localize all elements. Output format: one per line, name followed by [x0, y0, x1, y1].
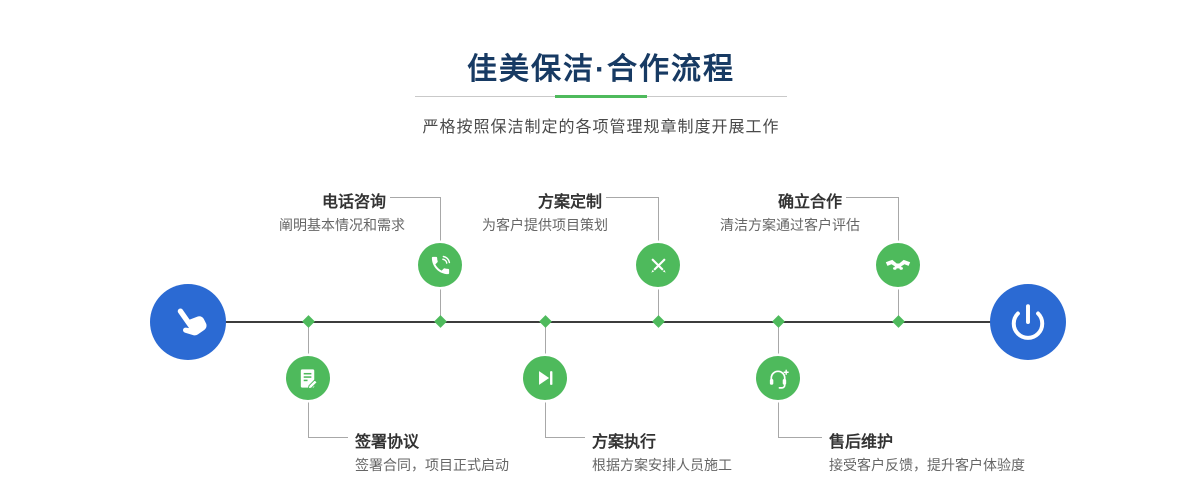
contract-icon	[300, 368, 318, 389]
hand-pointer-icon	[177, 308, 207, 336]
step-desc-aftersale: 接受客户反馈，提升客户体验度	[829, 457, 1025, 473]
timeline-end-node	[990, 284, 1066, 360]
timeline-marker	[539, 315, 552, 328]
timeline-marker	[892, 315, 905, 328]
connector-line	[545, 323, 546, 356]
connector-line	[308, 400, 309, 437]
connector-line	[658, 197, 659, 243]
timeline-marker	[302, 315, 315, 328]
timeline-start-node	[150, 284, 226, 360]
step-aftersale-node	[756, 356, 800, 400]
play-icon	[539, 371, 553, 385]
connector-line	[898, 197, 899, 243]
label-elbow-line	[390, 197, 440, 198]
connector-line	[778, 400, 779, 437]
pencil-ruler-icon	[650, 258, 666, 273]
step-desc-plan: 为客户提供项目策划	[482, 217, 608, 233]
label-elbow-line	[308, 437, 348, 438]
step-execute-node	[523, 356, 567, 400]
step-title-sign: 签署协议	[355, 434, 420, 451]
timeline-marker	[434, 315, 447, 328]
timeline-marker	[772, 315, 785, 328]
step-title-cooperate: 确立合作	[777, 194, 842, 211]
step-title-plan: 方案定制	[537, 194, 602, 211]
label-elbow-line	[778, 437, 822, 438]
phone-icon	[431, 255, 450, 274]
step-cooperate-node	[876, 243, 920, 287]
divider-accent	[555, 95, 647, 98]
step-desc-consult: 阐明基本情况和需求	[279, 217, 405, 233]
step-consult-node	[418, 243, 462, 287]
connector-line	[898, 287, 899, 321]
step-title-execute: 方案执行	[592, 434, 657, 451]
divider-line-right	[647, 96, 787, 97]
step-title-aftersale: 售后维护	[829, 434, 894, 451]
step-desc-cooperate: 清洁方案通过客户评估	[720, 217, 860, 233]
step-title-consult: 电话咨询	[321, 194, 386, 211]
connector-line	[308, 323, 309, 356]
handshake-icon	[885, 259, 911, 270]
title-divider	[0, 95, 1202, 98]
timeline-line	[188, 321, 1028, 323]
connector-line	[778, 323, 779, 356]
connector-line	[440, 197, 441, 243]
step-sign-node	[286, 356, 330, 400]
timeline-marker	[652, 315, 665, 328]
label-elbow-line	[846, 197, 898, 198]
label-elbow-line	[545, 437, 585, 438]
connector-line	[545, 400, 546, 437]
label-elbow-line	[606, 197, 658, 198]
divider-line-left	[415, 96, 555, 97]
connector-line	[658, 287, 659, 321]
step-desc-sign: 签署合同，项目正式启动	[355, 457, 509, 473]
step-plan-node	[636, 243, 680, 287]
power-icon	[1011, 304, 1045, 340]
headset-icon	[769, 369, 789, 389]
step-desc-execute: 根据方案安排人员施工	[592, 457, 732, 473]
page-subtitle: 严格按照保洁制定的各项管理规章制度开展工作	[422, 119, 780, 136]
connector-line	[440, 287, 441, 321]
page-title: 佳美保洁·合作流程	[467, 53, 735, 86]
